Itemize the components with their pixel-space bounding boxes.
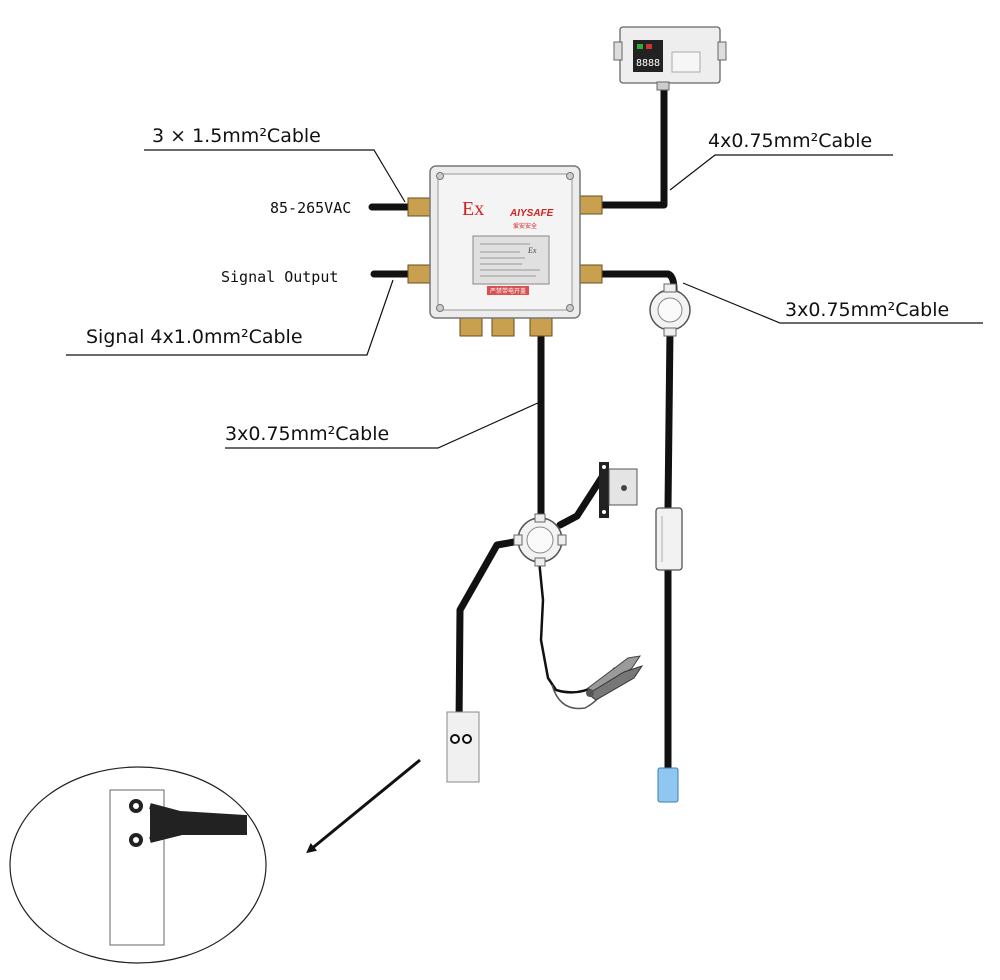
nameplate: [472, 235, 550, 285]
screw-tr: [566, 172, 574, 180]
gland-left-top: [407, 197, 431, 217]
display-gland: [656, 81, 670, 91]
ex-mark: Ex: [462, 198, 484, 220]
label-signal-output: Signal Output: [221, 268, 338, 286]
gland-left-bottom: [407, 264, 431, 284]
gland-right-top: [579, 195, 603, 215]
ground-terminal-plate: [446, 711, 480, 783]
label-display-cable: 4x0.75mm²Cable: [708, 130, 872, 152]
label-power-voltage: 85-265VAC: [270, 199, 351, 217]
screw-bl: [436, 304, 444, 312]
warning-plate-text: 严禁带电开盖: [490, 287, 526, 295]
label-probe-cable: 3x0.75mm²Cable: [785, 299, 949, 321]
detail-cable: [149, 803, 247, 843]
label-signal-cable: Signal 4x1.0mm²Cable: [86, 326, 303, 348]
right-junction-neck-bottom: [663, 327, 677, 337]
probe-cable-lower: [664, 326, 674, 512]
probe-cable-right: [591, 270, 678, 294]
gland-bottom-1: [459, 317, 483, 337]
lower-junction: [513, 513, 567, 567]
right-junction-cap: [657, 297, 683, 323]
gland-bottom-2: [491, 317, 515, 337]
display-cable: [591, 78, 668, 209]
inline-sensor-body: [655, 507, 683, 571]
terminal-lug-left: [450, 734, 460, 744]
screw-tl: [436, 172, 444, 180]
display-digits: 8888: [636, 58, 660, 69]
ground-clamp: [586, 655, 644, 701]
cables: [368, 78, 678, 772]
bracket-bar: [599, 462, 609, 518]
label-power-cable: 3 × 1.5mm²Cable: [152, 125, 321, 147]
leader-probe: [682, 282, 983, 324]
leader-lines: [66, 149, 983, 449]
clamp-jaw-lower: [587, 665, 644, 701]
display-unit-ear-left: [613, 41, 623, 61]
leader-signal: [66, 279, 394, 356]
leader-clamp: [225, 401, 541, 449]
display-unit-ear-right: [717, 41, 727, 61]
probe-tip: [657, 767, 679, 803]
warning-plate: [487, 286, 529, 295]
junction-box: Ex AIYSAFE 爱安安全 Ex 严禁带电开盖: [407, 165, 603, 337]
terminal-plate: [446, 711, 480, 783]
status-led-red: [646, 44, 652, 49]
leader-display: [669, 154, 893, 191]
nameplate-text-lines: [480, 243, 540, 277]
status-led-green: [637, 44, 643, 49]
ground-cable-bracket: [556, 470, 608, 529]
zoom-arrow: [306, 758, 421, 854]
nameplate-ex: Ex: [527, 246, 537, 255]
bracket-bolt: [621, 485, 627, 491]
clamp-thin-wire: [537, 559, 616, 694]
gland-right-bottom: [579, 264, 603, 284]
lower-junction-cap: [526, 526, 554, 554]
label-clamp-cable: 3x0.75mm²Cable: [225, 423, 389, 445]
brand-subtitle: 爱安安全: [513, 222, 537, 230]
gland-bottom-3: [529, 317, 553, 337]
display-unit: 8888: [613, 26, 727, 91]
leader-power: [144, 149, 406, 203]
ground-cable-left: [455, 537, 524, 730]
inline-sensor: [655, 507, 683, 571]
right-junction-neck-top: [663, 283, 677, 293]
terminal-lug-right: [462, 734, 472, 744]
right-junction: [649, 283, 691, 337]
screw-br: [566, 304, 574, 312]
brand-logo: AIYSAFE: [509, 208, 554, 219]
detail-view: [9, 766, 267, 964]
display-label-plate: [671, 51, 701, 73]
grounding-bracket: [599, 462, 638, 518]
